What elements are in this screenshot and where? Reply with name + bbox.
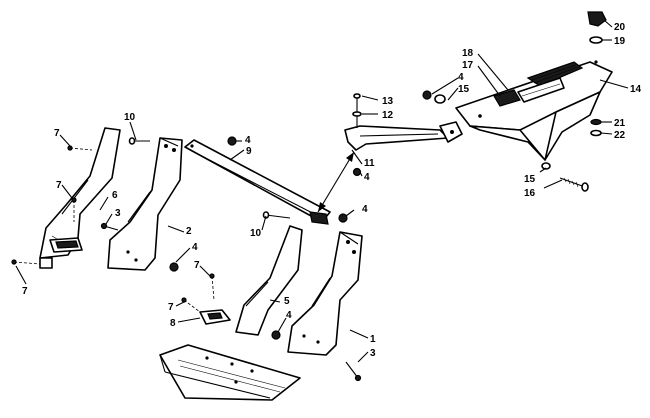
callout-4-arm: 4 xyxy=(364,172,370,183)
callout-1: 1 xyxy=(370,334,376,345)
callout-3-bottom: 3 xyxy=(370,348,376,359)
callout-22: 22 xyxy=(614,130,626,141)
callout-15-console: 15 xyxy=(458,84,470,95)
callout-6: 6 xyxy=(112,190,118,201)
callout-13: 13 xyxy=(382,96,394,107)
callout-16: 16 xyxy=(524,188,536,199)
callout-5: 5 xyxy=(284,296,290,307)
callout-7-bottom-left: 7 xyxy=(22,286,28,297)
callout-7-by-8: 7 xyxy=(168,302,174,313)
callout-8: 8 xyxy=(170,318,176,329)
bracket-foot-left xyxy=(39,237,83,269)
callout-4-mid: 4 xyxy=(362,204,368,215)
callout-19: 19 xyxy=(614,36,626,47)
callout-7-top: 7 xyxy=(54,128,60,139)
assembly-arrow xyxy=(317,151,355,213)
callout-20: 20 xyxy=(614,22,626,33)
callout-12: 12 xyxy=(382,110,394,121)
console-housing xyxy=(455,60,613,161)
callout-2: 2 xyxy=(186,226,192,237)
callout-18: 18 xyxy=(462,48,474,59)
callout-9: 9 xyxy=(246,146,252,157)
side-plate-left-rear xyxy=(39,127,121,259)
callout-11: 11 xyxy=(364,158,375,169)
hardware xyxy=(11,90,589,382)
callout-15-bolt: 15 xyxy=(524,174,536,185)
small-bracket xyxy=(199,309,231,325)
side-plate-inner xyxy=(235,225,303,336)
bracket-left-front xyxy=(107,137,183,271)
knob-assembly xyxy=(587,11,607,137)
callout-21: 21 xyxy=(614,118,626,129)
callout-10-mid: 10 xyxy=(250,228,262,239)
callout-10-top: 10 xyxy=(124,112,136,123)
callout-7-left: 7 xyxy=(56,180,62,191)
callout-4-top: 4 xyxy=(245,135,251,146)
callout-4-left: 4 xyxy=(192,242,198,253)
callout-labels: 10 4 9 7 7 6 3 2 4 7 7 7 8 10 4 5 4 1 3 … xyxy=(22,22,642,359)
callout-4-console: 4 xyxy=(458,72,464,83)
linkage-arm xyxy=(344,121,463,151)
leader-lines xyxy=(15,19,629,363)
callout-14: 14 xyxy=(630,84,642,95)
callout-7-mid: 7 xyxy=(194,260,200,271)
callout-17: 17 xyxy=(462,60,474,71)
bracket-right-front xyxy=(287,231,363,356)
callout-4-lower: 4 xyxy=(286,310,292,321)
base-plate xyxy=(159,344,301,401)
cross-bar xyxy=(184,139,331,225)
callout-3-left: 3 xyxy=(115,208,121,219)
